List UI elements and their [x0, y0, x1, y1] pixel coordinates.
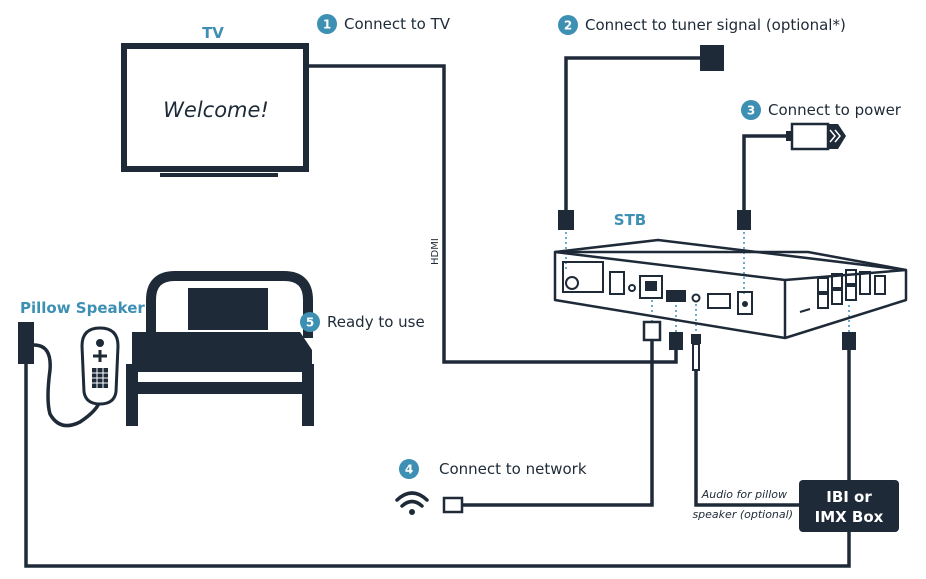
stb-power-port	[737, 291, 753, 315]
pillow-speaker-cable	[24, 336, 851, 568]
power-adapter-icon	[786, 122, 846, 151]
stb-ethernet-port	[639, 275, 663, 299]
stb-usb-port-1	[817, 277, 829, 293]
step-2-number: 2	[564, 19, 572, 33]
step-5: 5 Ready to use	[300, 312, 425, 332]
tv-label: TV	[202, 24, 224, 42]
step-1: 1 Connect to TV	[317, 14, 451, 34]
box-label-line-1: IBI or	[826, 488, 872, 506]
tuner-cable	[564, 56, 700, 210]
stb-audio-port	[691, 293, 701, 303]
tv-welcome-text: Welcome!	[163, 98, 269, 122]
step-4-badge	[399, 459, 419, 479]
wifi-icon	[395, 491, 429, 515]
usb-plug-icon	[842, 332, 856, 350]
step-3: 3 Connect to power	[741, 100, 902, 120]
pillow-speaker-remote-icon	[80, 326, 120, 406]
box-label-line-2: IMX Box	[815, 508, 884, 526]
stb-device	[553, 238, 908, 340]
bed-icon	[126, 271, 314, 426]
tuner-connector-icon	[558, 210, 574, 230]
step-3-badge	[741, 100, 761, 120]
hdmi-cable	[308, 64, 678, 364]
step-1-badge	[317, 14, 337, 34]
step-3-text: Connect to power	[768, 101, 902, 119]
step-4-text: Connect to network	[439, 460, 587, 478]
power-cable	[742, 134, 792, 210]
step-5-number: 5	[306, 316, 314, 330]
pillow-speaker-jack-icon	[18, 322, 34, 364]
audio-cable	[694, 370, 800, 507]
stb-phone-port	[609, 271, 625, 295]
hdmi-plug-icon	[669, 332, 683, 350]
step-4-number: 4	[405, 463, 413, 477]
stb-usb-port-3	[831, 273, 843, 289]
network-wall-jack-icon	[442, 496, 464, 514]
step-4: 4 Connect to network	[399, 459, 587, 479]
tv-screen	[121, 43, 309, 172]
hdmi-label: HDMI	[430, 238, 441, 265]
step-2-badge	[558, 15, 578, 35]
pillow-speaker-label: Pillow Speaker	[20, 299, 145, 317]
stb-usb-port-5	[845, 269, 857, 285]
stb-usb-port-4	[831, 289, 843, 305]
stb-label: STB	[614, 211, 646, 229]
step-5-badge	[300, 312, 320, 332]
step-3-number: 3	[747, 104, 755, 118]
stb-hdmi-port	[666, 290, 686, 302]
power-connector-icon	[737, 210, 751, 230]
stb-antenna-port	[562, 261, 604, 293]
step-1-number: 1	[323, 18, 331, 32]
ethernet-plug-icon	[642, 320, 662, 342]
step-1-text: Connect to TV	[344, 15, 451, 33]
stb-usb-port-6	[845, 285, 857, 301]
audio-note-line-2: speaker (optional)	[692, 508, 793, 521]
audio-plug-icon	[691, 334, 701, 344]
step-5-text: Ready to use	[327, 313, 425, 331]
step-2: 2 Connect to tuner signal (optional*)	[558, 15, 846, 35]
tuner-wall-plate-icon	[700, 45, 724, 71]
network-cable	[462, 340, 654, 507]
step-2-text: Connect to tuner signal (optional*)	[585, 16, 846, 34]
audio-note-line-1: Audio for pillow	[701, 488, 787, 501]
pillow-speaker-cord	[33, 343, 102, 428]
ibi-imx-box	[799, 480, 899, 532]
stb-usb-port-2	[817, 293, 829, 309]
